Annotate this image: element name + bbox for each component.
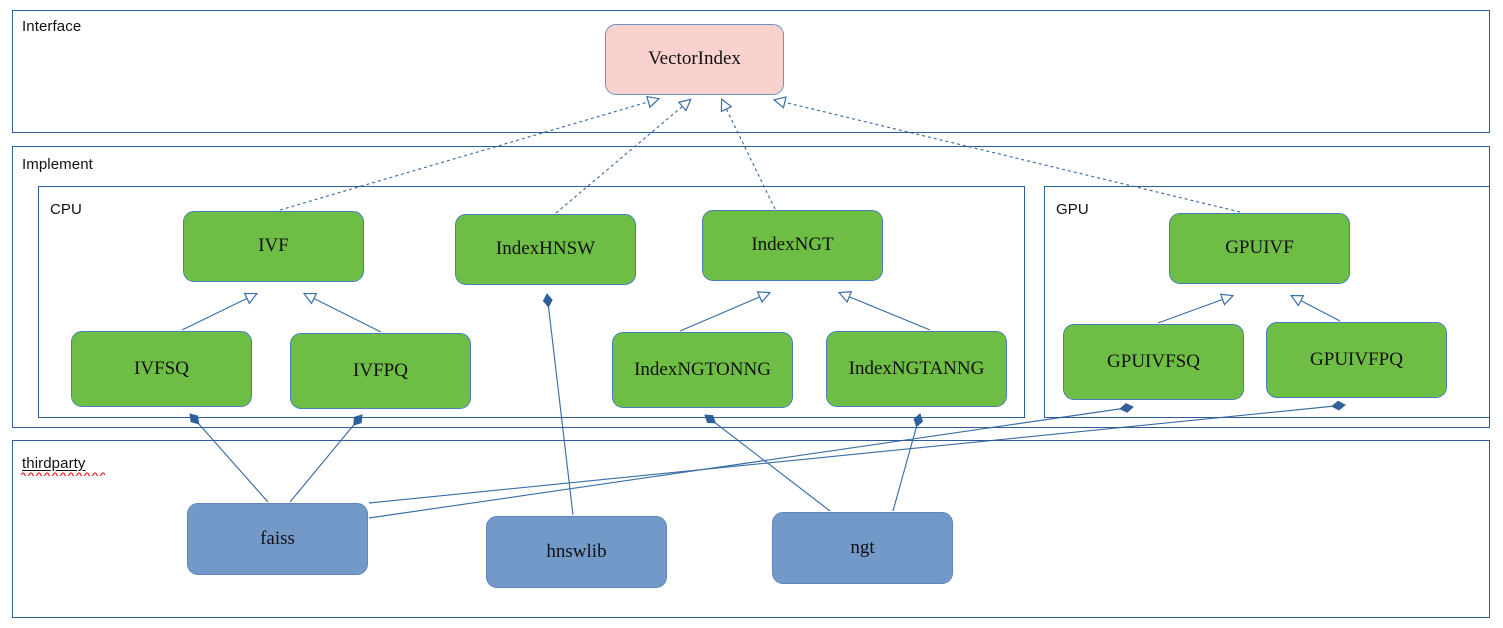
node-label-ivfpq: IVFPQ [353, 359, 408, 381]
node-label-gpuivfpq: GPUIVFPQ [1310, 348, 1403, 370]
node-vectorindex[interactable]: VectorIndex [605, 24, 784, 95]
node-label-gpuivfsq: GPUIVFSQ [1107, 350, 1200, 372]
node-indexngt[interactable]: IndexNGT [702, 210, 883, 281]
node-label-indexhnsw: IndexHNSW [495, 238, 596, 260]
node-label-vectorindex: VectorIndex [648, 48, 741, 70]
container-cpu [38, 186, 1025, 418]
node-ngt[interactable]: ngt [772, 512, 953, 584]
node-label-hnswlib: hnswlib [546, 540, 607, 562]
container-thirdparty [12, 440, 1490, 618]
node-ivf[interactable]: IVF [183, 211, 364, 282]
node-label-faiss: faiss [260, 527, 295, 549]
container-label-cpu: CPU [50, 201, 82, 218]
node-hnswlib[interactable]: hnswlib [486, 516, 667, 588]
container-label-gpu: GPU [1056, 201, 1089, 218]
container-label-thirdparty: thirdparty [22, 455, 86, 472]
node-label-ngt: ngt [850, 536, 875, 558]
node-ivfsq[interactable]: IVFSQ [71, 331, 252, 407]
container-label-interface: Interface [22, 18, 82, 35]
node-label-indexngtonng: IndexNGTONNG [634, 358, 771, 380]
node-gpuivf[interactable]: GPUIVF [1169, 213, 1350, 284]
node-label-ivf: IVF [258, 235, 289, 257]
node-gpuivfsq[interactable]: GPUIVFSQ [1063, 324, 1244, 400]
node-indexngtanng[interactable]: IndexNGTANNG [826, 331, 1007, 407]
node-label-ivfsq: IVFSQ [134, 357, 189, 379]
container-interface [12, 10, 1490, 133]
node-indexhnsw[interactable]: IndexHNSW [455, 214, 636, 285]
node-ivfpq[interactable]: IVFPQ [290, 333, 471, 409]
node-gpuivfpq[interactable]: GPUIVFPQ [1266, 322, 1447, 398]
container-gpu [1044, 186, 1490, 418]
node-indexngtonng[interactable]: IndexNGTONNG [612, 332, 793, 408]
node-label-indexngt: IndexNGT [751, 234, 834, 256]
node-label-indexngtanng: IndexNGTANNG [848, 357, 985, 379]
container-label-implement: Implement [22, 156, 93, 173]
node-label-gpuivf: GPUIVF [1225, 237, 1294, 259]
node-faiss[interactable]: faiss [187, 503, 368, 575]
